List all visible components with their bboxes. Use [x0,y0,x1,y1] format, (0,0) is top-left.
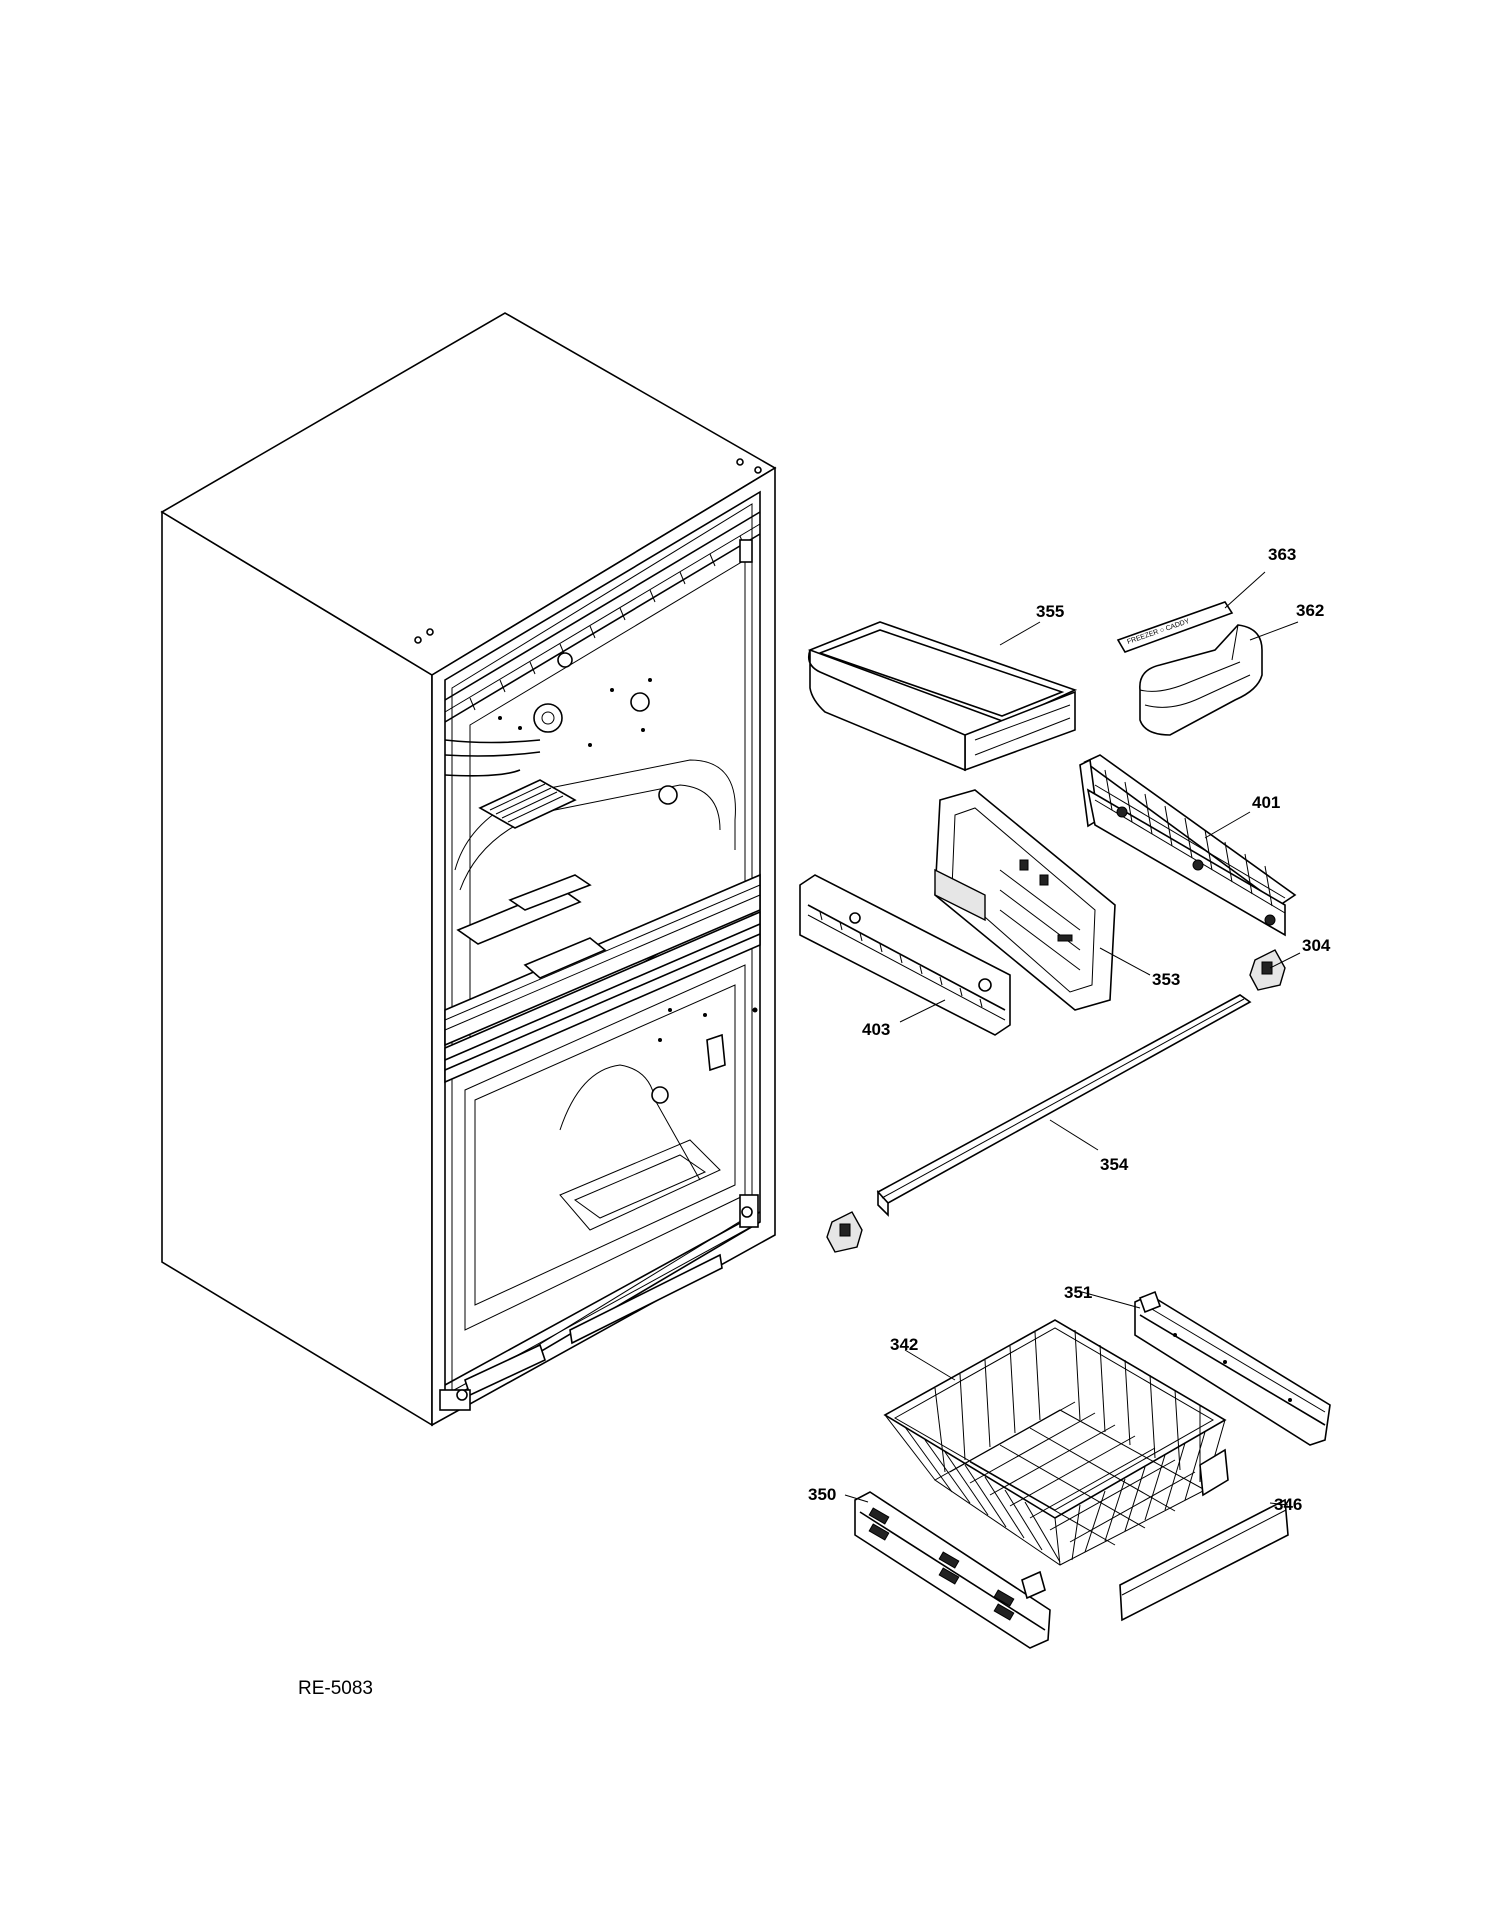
part-362-caddy-bin [1139,624,1263,736]
part-350-left-slide [854,1491,1051,1649]
label-351: 351 [1064,1283,1092,1302]
part-355-shelf-bin [807,621,1078,772]
part-353-bracket [934,789,1116,1011]
label-354: 354 [1100,1155,1129,1174]
label-362: 362 [1296,601,1324,620]
label-342: 342 [890,1335,918,1354]
label-304: 304 [1302,936,1331,955]
part-304-end-cap [826,949,1286,1253]
refrigerator-cabinet [160,312,777,1427]
part-403-rail-trim [799,874,1011,1036]
reference-code: RE-5083 [298,1678,373,1699]
label-350: 350 [808,1485,836,1504]
part-351-right-slide [1134,1290,1331,1446]
label-363: 363 [1268,545,1296,564]
label-403: 403 [862,1020,890,1039]
label-355: 355 [1036,602,1064,621]
part-labels: 363 355 362 401 304 353 403 354 351 342 … [808,545,1331,1514]
label-401: 401 [1252,793,1280,812]
part-401-rail [1079,754,1297,937]
label-353: 353 [1152,970,1180,989]
part-363-caddy-label: FREEZER ○ CADDY [1116,601,1234,653]
part-346-front-trim [1119,1498,1289,1622]
leader-lines [844,571,1301,1506]
part-342-wire-basket [883,1319,1229,1566]
part-354-bar [876,994,1252,1217]
label-346: 346 [1274,1495,1302,1514]
